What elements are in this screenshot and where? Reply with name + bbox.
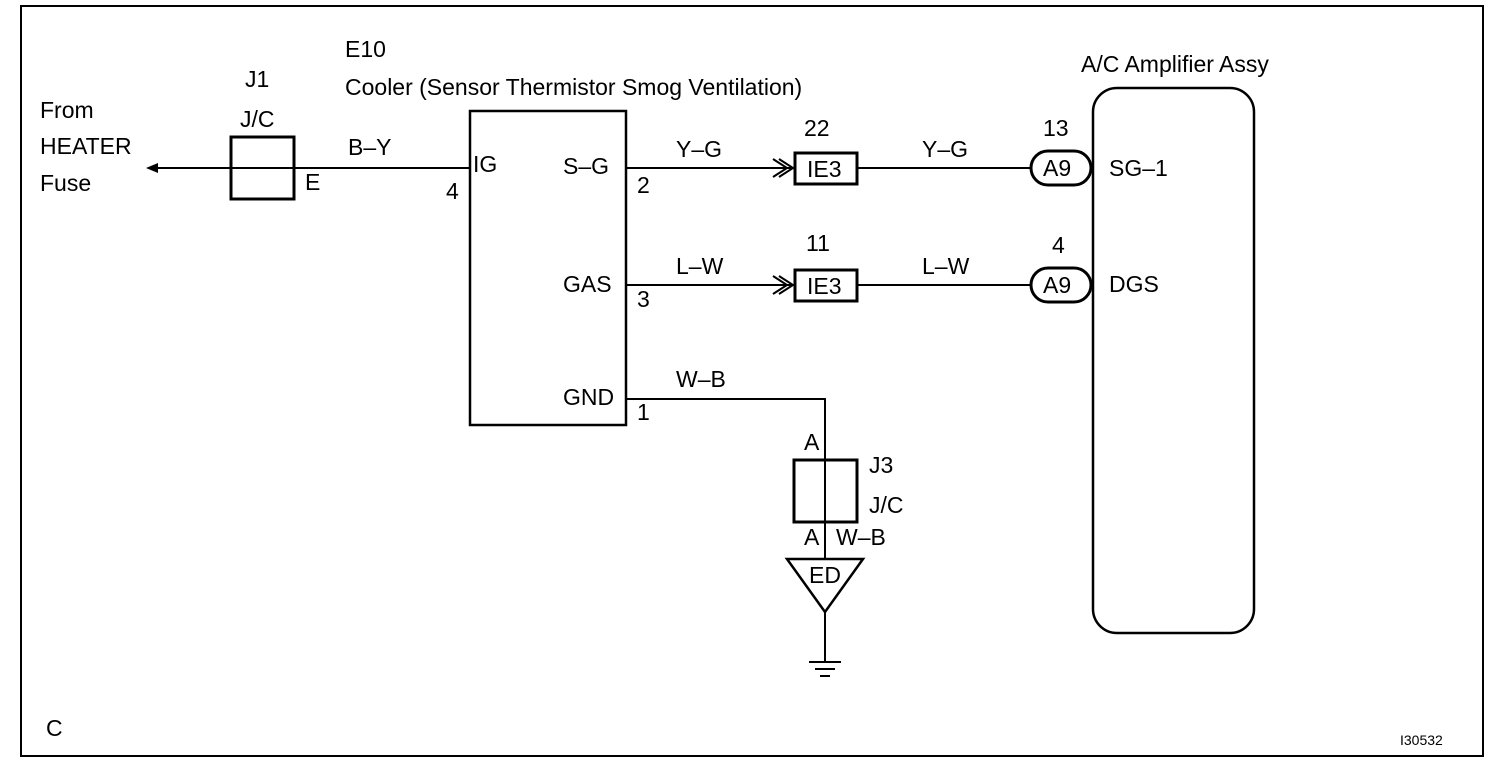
wire-wb-1: [626, 398, 826, 460]
j1-terminal: E: [305, 169, 320, 195]
ie3-b-label: IE3: [807, 273, 842, 299]
figure-code: I30532: [1400, 732, 1443, 748]
amp-name: A/C Amplifier Assy: [1081, 51, 1269, 77]
e10-pin-gas-num: 3: [637, 286, 650, 312]
e10-pin-ig-label: IG: [473, 151, 497, 177]
e10-name: Cooler (Sensor Thermistor Smog Ventilati…: [345, 74, 802, 100]
ground-icon: [809, 661, 841, 677]
ie3-a-plug-icon-2: [778, 158, 795, 178]
a9-a-connector: [1029, 149, 1093, 187]
e10-pin-sg-num: 2: [637, 172, 650, 198]
e10-component-box: [468, 109, 628, 427]
ie3-a-label: IE3: [807, 156, 842, 182]
e10-pin-gnd-num: 1: [637, 399, 650, 425]
e10-pin-sg-label: S–G: [563, 153, 609, 179]
j3-bottom-terminal: A: [804, 524, 820, 550]
ie3-a-connector: [793, 151, 859, 186]
amp-pin-sg1: SG–1: [1109, 155, 1168, 181]
source-label: From HEATER Fuse: [40, 97, 132, 196]
wire-wb-2-label: W–B: [836, 524, 886, 550]
a9-a-label: A9: [1043, 155, 1071, 181]
amp-pin-dgs: DGS: [1109, 271, 1159, 297]
ie3-b-connector: [793, 268, 859, 303]
ie3-a-pin: 22: [804, 115, 830, 141]
ie3-b-plug-icon-2: [778, 275, 795, 295]
corner-label: C: [46, 715, 63, 741]
wire-by-label: B–Y: [348, 134, 391, 160]
ie3-b-plug-icon: [772, 275, 789, 295]
amp-box: [1091, 86, 1256, 635]
diagram-border: [20, 5, 1484, 757]
ie3-a-plug-icon: [772, 158, 789, 178]
wire-yg-2-label: Y–G: [922, 136, 968, 162]
e10-pin-gas-label: GAS: [563, 271, 612, 297]
a9-b-label: A9: [1043, 272, 1071, 298]
j3-type: J/C: [869, 492, 904, 518]
a9-b-connector: [1029, 266, 1093, 304]
source-line-2: HEATER: [40, 133, 132, 159]
ground-point-label: ED: [809, 562, 841, 588]
ie3-b-pin: 11: [806, 230, 830, 256]
j1-id: J1: [245, 66, 269, 92]
j3-id: J3: [869, 452, 893, 478]
e10-id: E10: [345, 36, 386, 62]
a9-a-pin: 13: [1043, 115, 1069, 141]
wire-lw-2-label: L–W: [922, 253, 970, 279]
a9-b-pin: 4: [1052, 232, 1065, 258]
j1-type: J/C: [240, 106, 275, 132]
j3-top-terminal: A: [804, 429, 820, 455]
wire-yg-1-label: Y–G: [676, 136, 722, 162]
source-line-1: From: [40, 97, 94, 123]
e10-pin-ig-num: 4: [446, 178, 459, 204]
wire-lw-1-label: L–W: [676, 253, 724, 279]
wire-wb-1-label: W–B: [676, 366, 726, 392]
source-line-3: Fuse: [40, 170, 91, 196]
ground-point-triangle: [784, 557, 866, 615]
e10-pin-gnd-label: GND: [563, 384, 614, 410]
